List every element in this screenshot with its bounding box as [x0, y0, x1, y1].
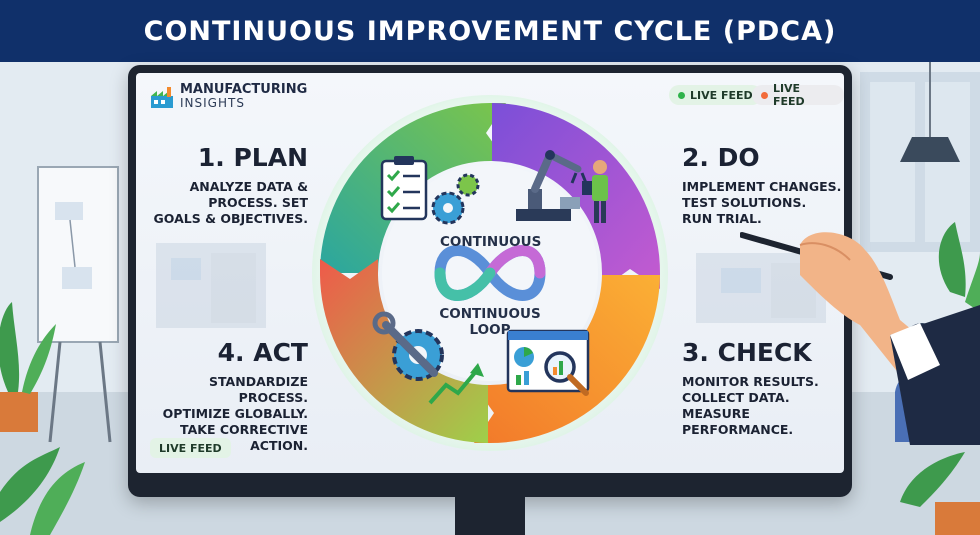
analytics-magnifier-icon	[506, 329, 590, 396]
live-feed-badge: LIVE FEED	[150, 438, 231, 458]
act-line: OPTIMIZE GLOBALLY.	[162, 406, 308, 421]
plan-description: ANALYZE DATA & PROCESS. SET GOALS & OBJE…	[146, 179, 308, 227]
monitor-stand	[455, 497, 525, 535]
check-description: MONITOR RESULTS. COLLECT DATA. MEASURE P…	[682, 374, 842, 438]
check-line: COLLECT DATA.	[682, 390, 790, 405]
do-title: 2. DO	[682, 143, 760, 172]
live-feed-badge: LIVE FEED	[669, 85, 762, 105]
gears-icon	[431, 173, 480, 225]
worker-icon	[582, 160, 608, 223]
live-dot-icon	[761, 91, 768, 99]
do-segment	[492, 103, 660, 289]
do-line: TEST SOLUTIONS.	[682, 195, 807, 210]
brand-name: MANUFACTURING	[180, 82, 308, 97]
check-title: 3. CHECK	[682, 338, 812, 367]
brand-subtitle: INSIGHTS	[180, 96, 245, 110]
plan-line: ANALYZE DATA &	[189, 179, 308, 194]
act-line: STANDARDIZE PROCESS.	[209, 374, 308, 405]
hand-pen-icon	[740, 232, 980, 445]
do-description: IMPLEMENT CHANGES. TEST SOLUTIONS. RUN T…	[682, 179, 842, 227]
act-description: STANDARDIZE PROCESS. OPTIMIZE GLOBALLY. …	[136, 374, 308, 454]
center-caption-line-2: LOOP	[469, 322, 511, 338]
clipboard-checklist-icon	[380, 156, 428, 221]
check-line: MONITOR RESULTS.	[682, 374, 819, 389]
pdca-cycle-diagram	[312, 95, 668, 451]
plan-title: 1. PLAN	[197, 143, 308, 172]
robot-arm-icon	[516, 150, 588, 221]
badge-label: LIVE FEED	[159, 441, 222, 455]
live-dot-icon	[678, 91, 685, 99]
live-feed-badge: LIVE FEED	[752, 82, 844, 108]
center-title: CONTINUOUS	[440, 234, 542, 250]
center-caption-line-1: CONTINUOUS	[439, 306, 541, 322]
act-title: 4. ACT	[217, 338, 308, 367]
act-line: TAKE CORRECTIVE ACTION.	[180, 422, 308, 453]
badge-label: LIVE FEED	[690, 88, 753, 102]
plan-line: GOALS & OBJECTIVES.	[153, 211, 308, 226]
factory-icon	[151, 86, 173, 108]
page-title: CONTINUOUS IMPROVEMENT CYCLE (PDCA)	[0, 0, 980, 62]
center-caption: CONTINUOUS LOOP	[436, 306, 544, 338]
trend-arrow-icon	[428, 363, 484, 405]
do-line: RUN TRIAL.	[682, 211, 762, 226]
check-line: MEASURE PERFORMANCE.	[682, 406, 794, 437]
wrench-gear-icon	[372, 311, 444, 381]
monitor-screen: MANUFACTURING INSIGHTS LIVE FEED LIVE FE…	[136, 73, 844, 473]
brand-logo: MANUFACTURING INSIGHTS	[150, 83, 307, 110]
badge-label: LIVE FEED	[772, 82, 805, 108]
plan-line: PROCESS. SET	[208, 195, 308, 210]
do-line: IMPLEMENT CHANGES.	[682, 179, 842, 194]
monitor: MANUFACTURING INSIGHTS LIVE FEED LIVE FE…	[128, 65, 852, 497]
